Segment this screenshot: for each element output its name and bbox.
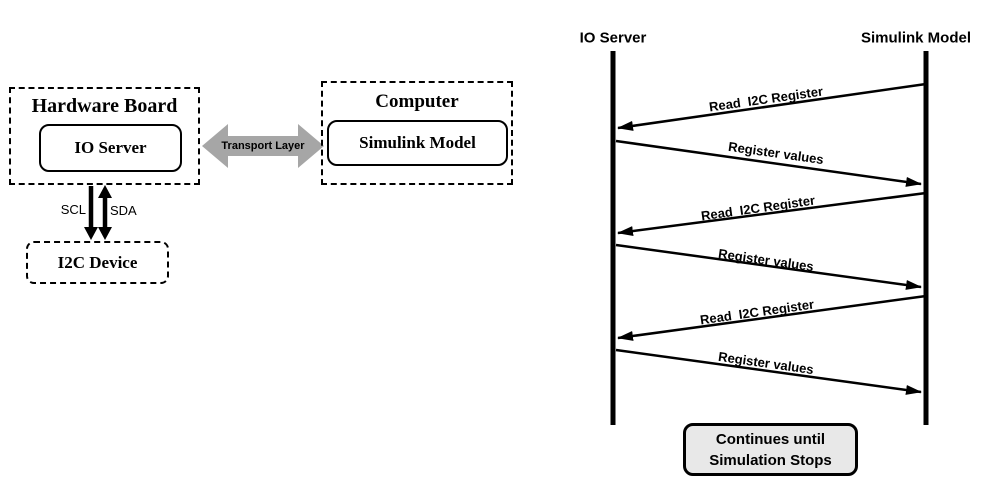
computer-box: Computer — [321, 81, 513, 185]
sda-arrowhead-up-icon — [98, 185, 112, 198]
lifeline-label-io-server: IO Server — [579, 29, 647, 47]
transport-layer-arrow — [202, 124, 324, 168]
scl-arrowhead-down-icon — [84, 227, 98, 240]
scl-label: SCL — [60, 202, 86, 217]
note-line-1: Continues until — [715, 430, 826, 448]
sda-label: SDA — [110, 203, 137, 218]
sda-arrowhead-down-icon — [98, 227, 112, 240]
i2c-device-label: I2C Device — [57, 252, 138, 272]
simulink-model-box: Simulink Model — [327, 120, 508, 166]
message-arrow-2 — [615, 139, 922, 187]
note-line-2: Simulation Stops — [709, 451, 832, 469]
i2c-device-box: I2C Device — [26, 241, 169, 284]
hardware-board-box: Hardware Board — [9, 87, 200, 185]
io-server-label: IO Server — [74, 138, 147, 157]
hardware-board-title: Hardware Board — [31, 95, 178, 117]
lifeline-label-simulink-model: Simulink Model — [860, 29, 972, 47]
computer-title: Computer — [375, 91, 459, 112]
message-arrow-4 — [615, 243, 922, 290]
simulink-model-label: Simulink Model — [359, 133, 476, 152]
continues-note: Continues until Simulation Stops — [683, 423, 858, 476]
message-arrow-6 — [615, 348, 922, 395]
message-arrow-3 — [617, 191, 927, 237]
message-arrow-1 — [617, 82, 927, 131]
message-arrow-5 — [617, 294, 927, 341]
transport-layer-label: Transport Layer — [221, 140, 305, 152]
io-server-box: IO Server — [39, 124, 182, 172]
